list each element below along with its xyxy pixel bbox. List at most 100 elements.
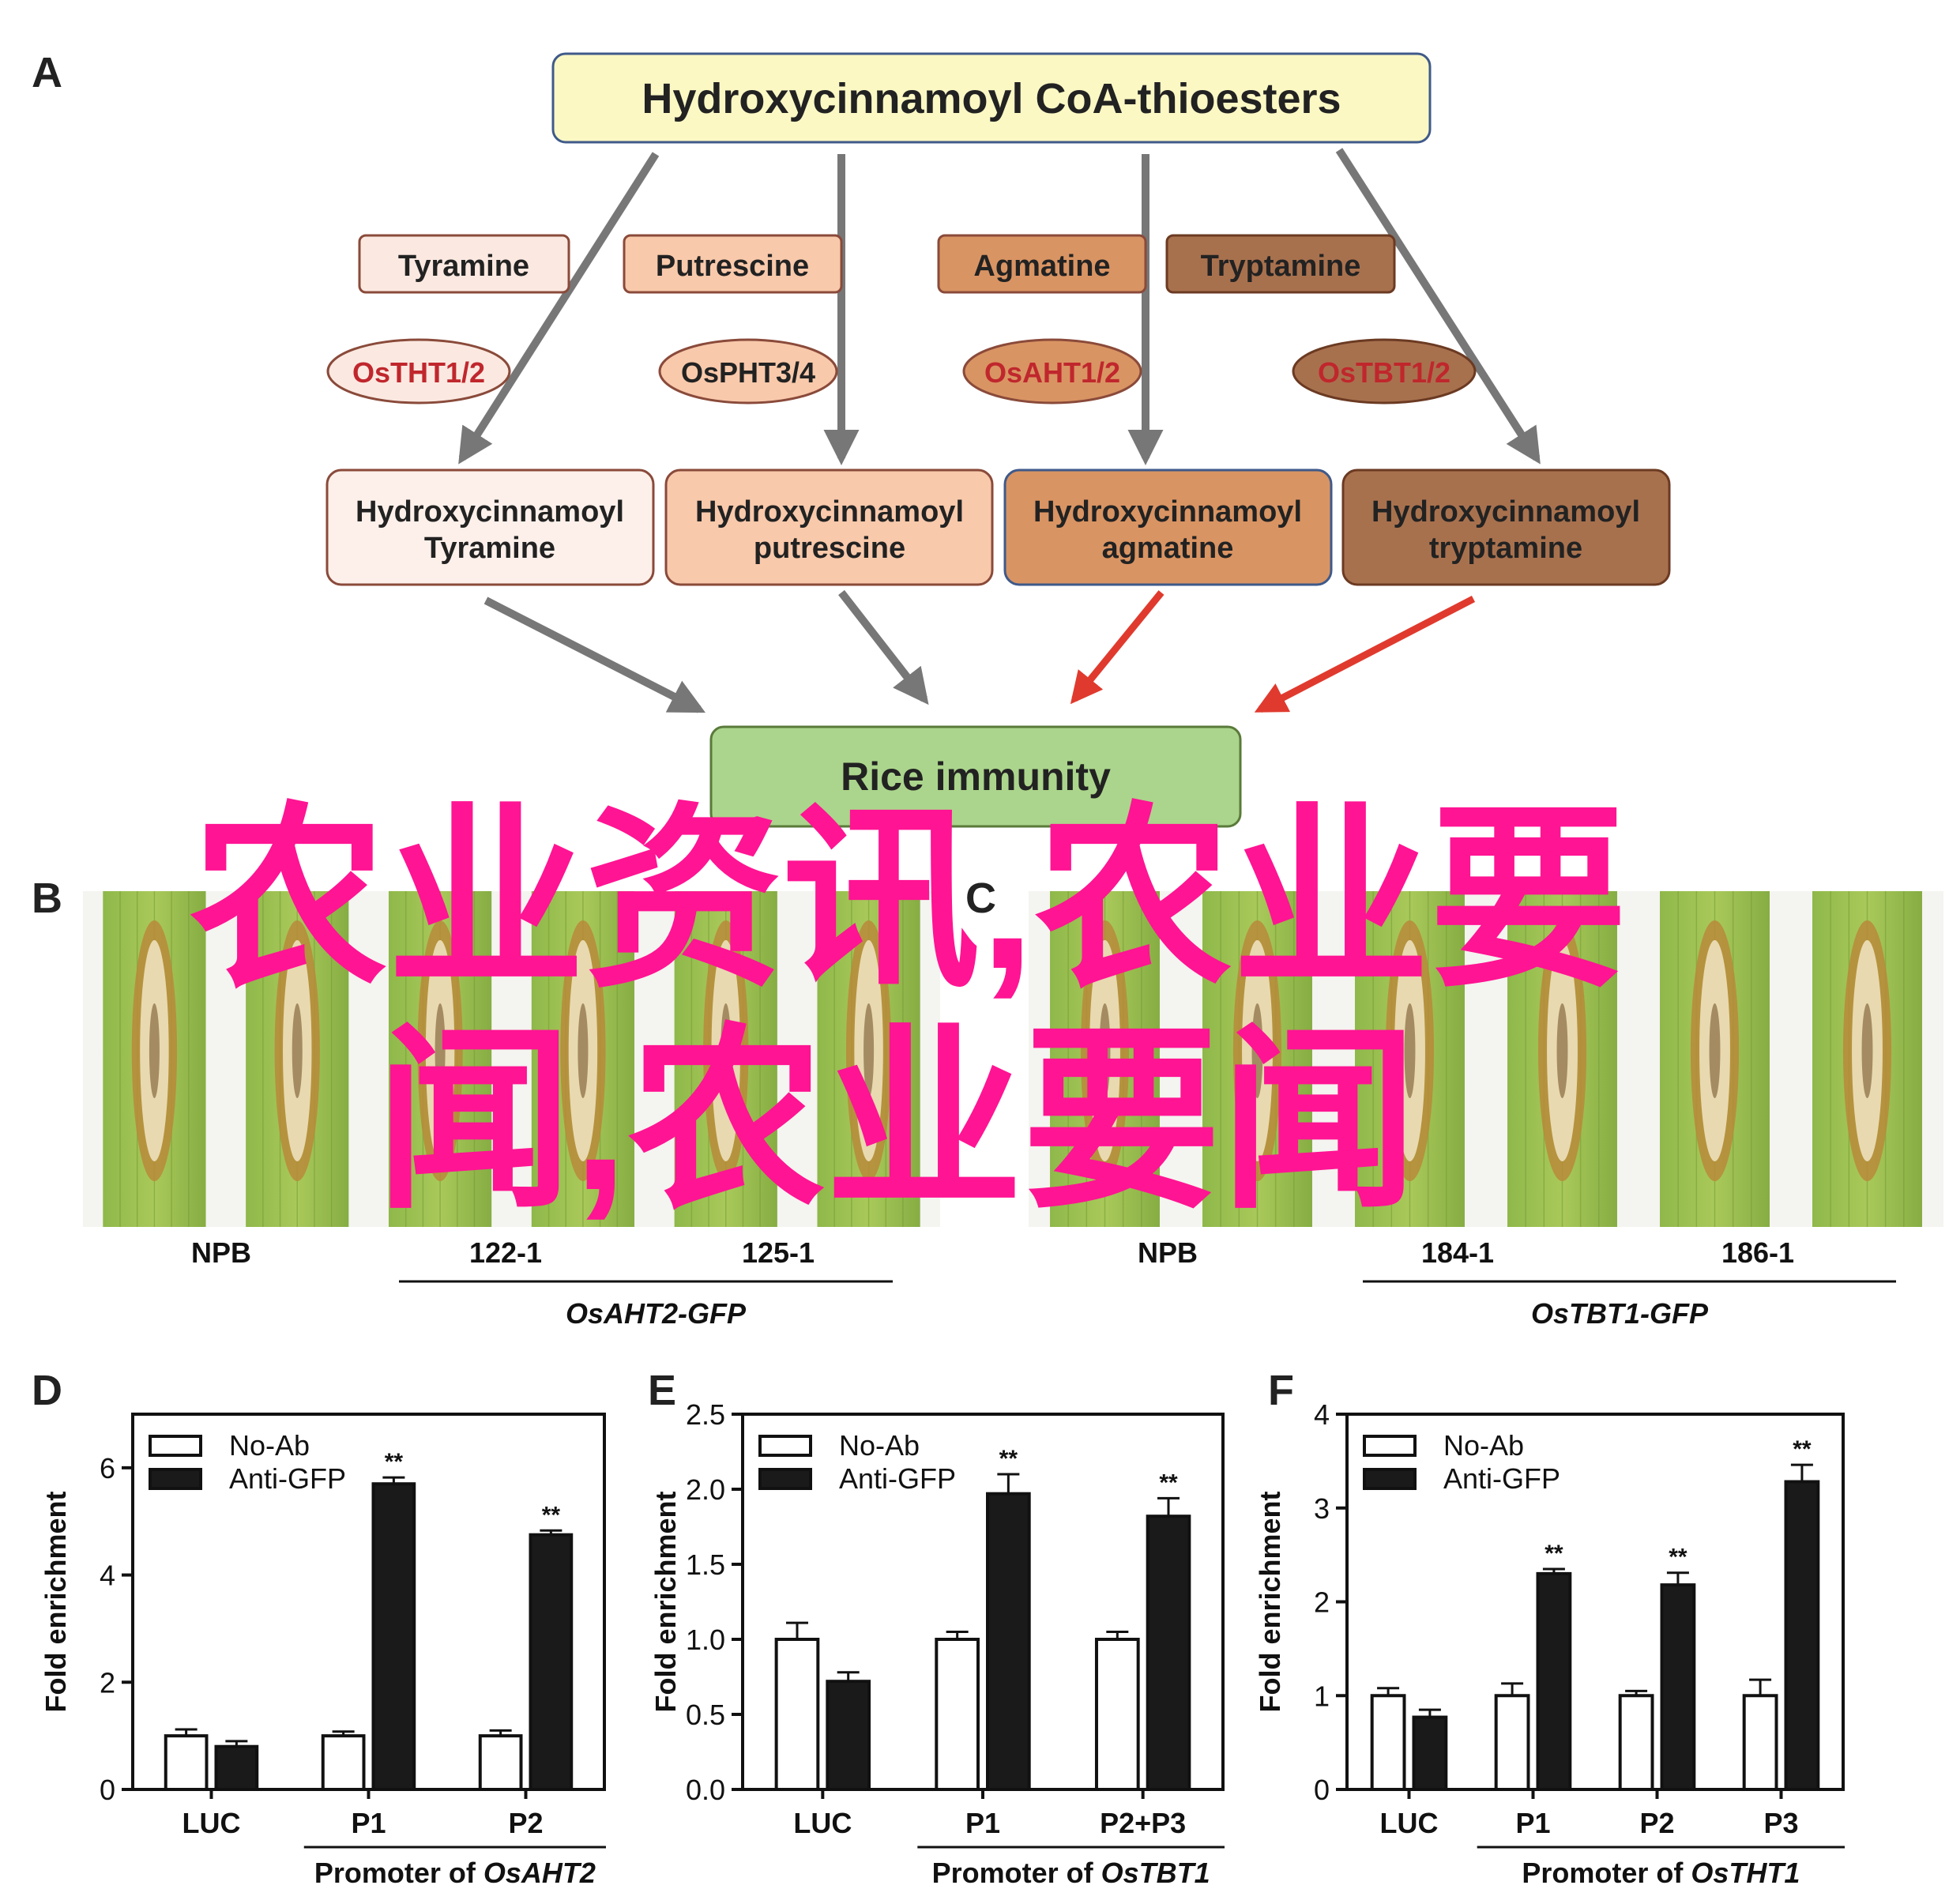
leaf-photo-b-background: [83, 891, 940, 1227]
x-tick-label: P2+P3: [1100, 1807, 1186, 1839]
product-box-putrescine: [664, 468, 994, 586]
pathway-arrows-upper: [458, 148, 1541, 465]
legend-label: No-Ab: [229, 1429, 310, 1462]
x-tick-label: P1: [965, 1807, 1000, 1839]
leaf-b-construct: OsAHT2-GFP: [566, 1297, 747, 1330]
y-tick-label: 4: [1314, 1398, 1330, 1431]
enzyme-ellipse-ostbt: [1292, 338, 1477, 405]
promoter-gene: OsTBT1: [1101, 1857, 1210, 1889]
arrow-to-tyramine-product: [458, 152, 660, 465]
legend-label: No-Ab: [1443, 1429, 1524, 1462]
enzyme-ellipse-osaht: [962, 338, 1142, 405]
leaf: [1202, 891, 1312, 1227]
leaf-c-label-184: 184-1: [1421, 1236, 1494, 1269]
leaf-b-label-122: 122-1: [469, 1236, 542, 1269]
bar-anti-gfp-luc: [214, 1744, 259, 1792]
y-axis-label: Fold enrichment: [40, 1491, 72, 1712]
amine-label-putrescine: Putrescine: [656, 250, 809, 283]
top-metabolite-label: Hydroxycinnamoyl CoA-thioesters: [642, 75, 1341, 122]
x-tick-label: P2: [508, 1807, 543, 1839]
leaf-b-label-125: 125-1: [742, 1236, 815, 1269]
y-tick-label: 4: [100, 1560, 115, 1592]
amine-label-agmatine: Agmatine: [973, 250, 1110, 283]
legend-swatch: [758, 1435, 812, 1457]
bar-no-ab-p2: [1618, 1694, 1654, 1791]
leaf: [674, 891, 777, 1227]
amine-box-tyramine: [358, 234, 570, 294]
product-line1-tryptamine: Hydroxycinnamoyl: [1371, 495, 1640, 529]
y-tick-label: 0: [100, 1774, 115, 1806]
y-axis-label: Fold enrichment: [649, 1491, 682, 1712]
x-tick-label: P2: [1639, 1807, 1674, 1839]
enzyme-ellipse-ostht: [326, 338, 511, 405]
legend-swatch: [758, 1468, 812, 1490]
bar-anti-gfp-p2: [1660, 1583, 1696, 1791]
bar-anti-gfp-p2: [529, 1533, 574, 1792]
leaf: [103, 891, 206, 1227]
panel-letter-f: F: [1268, 1367, 1294, 1414]
amine-box-putrescine: [623, 234, 843, 294]
legend-label: Anti-GFP: [1443, 1462, 1560, 1495]
bar-anti-gfp-luc: [826, 1680, 871, 1791]
significance-mark: **: [542, 1502, 561, 1528]
x-tick-label: LUC: [793, 1807, 852, 1839]
arrow-putrescine-to-immunity: [838, 589, 929, 706]
y-tick-label: 2: [100, 1666, 115, 1699]
bar-no-ab-luc: [164, 1734, 209, 1791]
enzyme-ellipse-ospht: [658, 338, 838, 405]
legend-label: Anti-GFP: [839, 1462, 956, 1495]
leaf-c-label-npb: NPB: [1138, 1236, 1198, 1269]
bar-anti-gfp-p2+p3: [1146, 1515, 1191, 1791]
panel-letter-e: E: [648, 1367, 676, 1414]
leaf: [1812, 891, 1922, 1227]
legend-swatch: [1363, 1435, 1417, 1457]
bar-anti-gfp-luc: [1412, 1715, 1448, 1791]
y-tick-label: 2.5: [686, 1398, 725, 1431]
bar-anti-gfp-p1: [1536, 1571, 1572, 1791]
bar-no-ab-p1: [935, 1638, 980, 1791]
bar-no-ab-p1: [321, 1734, 366, 1791]
leaf-b-label-npb: NPB: [191, 1236, 251, 1269]
bar-no-ab-p2: [478, 1734, 523, 1791]
product-box-agmatine: [1003, 468, 1333, 586]
significance-mark: **: [1793, 1436, 1812, 1462]
promoter-label: Promoter of OsTHT1: [1522, 1857, 1800, 1889]
promoter-label: Promoter of OsAHT2: [314, 1857, 596, 1889]
enzyme-label-ostht: OsTHT1/2: [352, 356, 485, 389]
enzyme-label-ostbt: OsTBT1/2: [1318, 356, 1450, 389]
x-tick-label: P1: [351, 1807, 386, 1839]
y-tick-label: 3: [1314, 1492, 1330, 1525]
watermark-line1: 农业资讯,农业要: [190, 789, 1627, 1010]
legend-swatch: [149, 1435, 202, 1457]
bar-anti-gfp-p1: [371, 1482, 416, 1791]
product-line1-tyramine: Hydroxycinnamoyl: [356, 495, 624, 529]
product-line1-agmatine: Hydroxycinnamoyl: [1033, 495, 1302, 529]
amine-box-agmatine: [937, 234, 1147, 294]
rice-immunity-label: Rice immunity: [841, 754, 1111, 799]
y-tick-label: 1.0: [686, 1624, 725, 1656]
amine-label-tyramine: Tyramine: [398, 250, 529, 283]
bar-anti-gfp-p1: [986, 1492, 1031, 1791]
y-tick-label: 0.5: [686, 1699, 725, 1731]
bar-no-ab-luc: [1370, 1694, 1406, 1791]
legend-label: No-Ab: [839, 1429, 920, 1462]
enzyme-label-ospht: OsPHT3/4: [681, 356, 815, 389]
significance-mark: **: [1159, 1469, 1178, 1496]
promoter-label: Promoter of OsTBT1: [932, 1857, 1210, 1889]
product-line2-tyramine: Tyramine: [424, 532, 555, 565]
panel-letter-c: C: [965, 875, 996, 922]
y-tick-label: 1.5: [686, 1548, 725, 1581]
significance-mark: **: [385, 1449, 404, 1475]
y-tick-label: 6: [100, 1452, 115, 1484]
legend-swatch: [1363, 1468, 1417, 1490]
arrow-tyramine-to-immunity: [483, 596, 706, 713]
leaf-photo-c: [1050, 891, 1922, 1227]
bar-no-ab-p2+p3: [1094, 1638, 1140, 1791]
product-line2-tryptamine: tryptamine: [1429, 532, 1582, 565]
y-tick-label: 2: [1314, 1586, 1330, 1619]
product-box-tryptamine: [1341, 468, 1671, 586]
y-tick-label: 0.0: [686, 1774, 725, 1806]
